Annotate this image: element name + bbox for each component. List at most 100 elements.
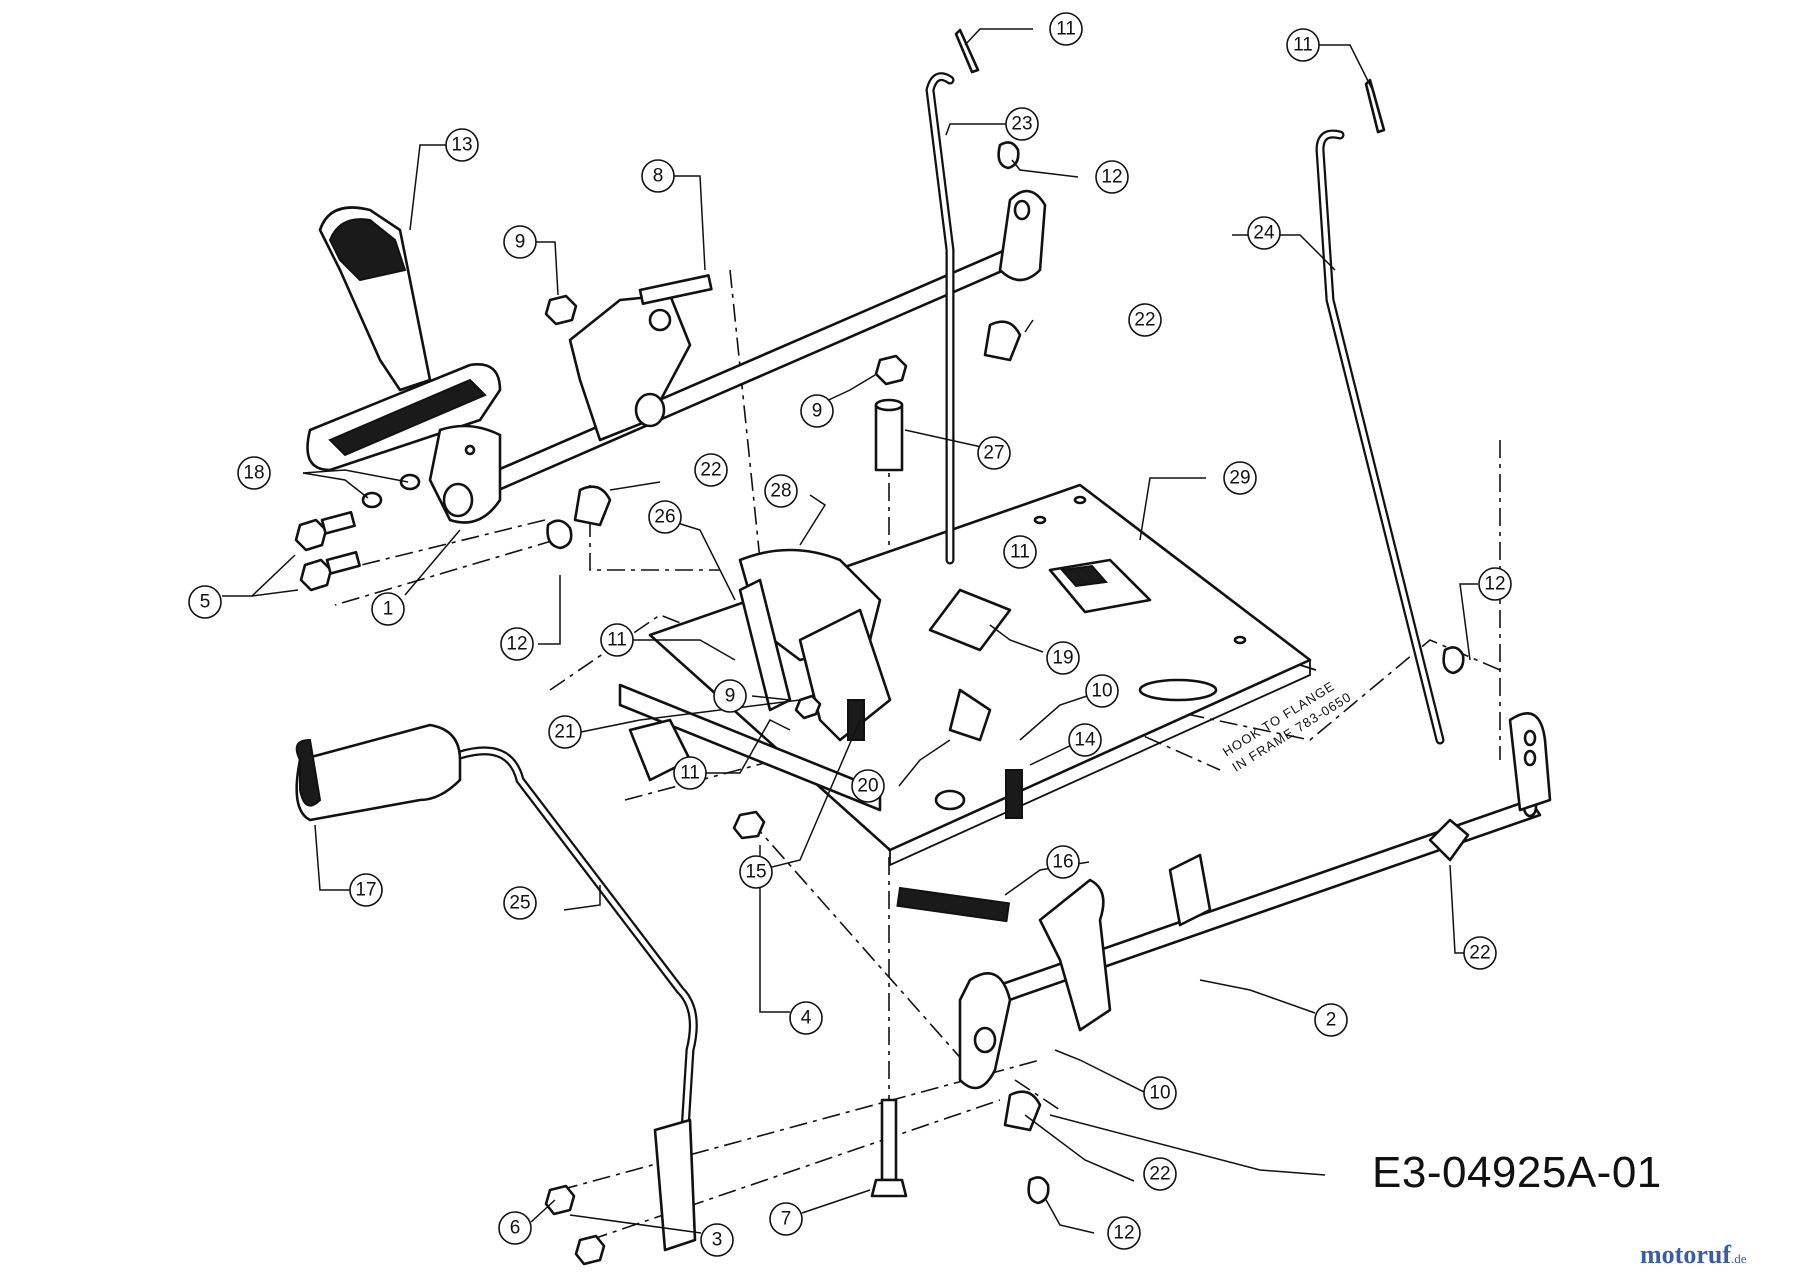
callout-15: 15 [739,855,773,889]
callout-25: 25 [503,886,537,920]
callout-circle [1003,535,1037,569]
handle-rod [295,723,698,1252]
callout-circle [188,585,222,619]
callout-number: 29 [1229,468,1250,489]
callout-number: 18 [243,463,264,484]
callout-circle [1463,936,1497,970]
callout-10-b: 10 [1143,1076,1177,1110]
callout-circle [700,1223,734,1257]
callout-2: 2 [1314,1003,1348,1037]
callout-number: 8 [653,166,664,187]
callout-11-c: 11 [600,623,634,657]
callout-22-c: 22 [1143,1157,1177,1191]
watermark-logo: motoruf.de [1640,1240,1747,1270]
callout-number: 7 [781,1209,792,1230]
callout-number: 12 [1101,167,1122,188]
callout-17: 17 [349,873,383,907]
watermark-brand: motoruf [1640,1240,1731,1269]
callout-number: 12 [1113,1223,1134,1244]
callout-number: 13 [451,135,472,156]
callout-number: 22 [700,460,721,481]
callout-12-a: 12 [1095,160,1129,194]
callout-9-c: 9 [713,679,747,713]
watermark-tld: .de [1730,1251,1747,1266]
callout-7: 7 [769,1202,803,1236]
callout-9-a: 9 [503,225,537,259]
shaft-assembly [958,712,1552,1090]
callout-26: 26 [648,500,682,534]
callout-number: 17 [355,880,376,901]
callout-number: 12 [1484,574,1505,595]
callout-circle [977,436,1011,470]
callout-number: 26 [654,507,675,528]
callout-number: 9 [812,401,823,422]
callout-number: 24 [1253,223,1275,244]
callout-circle [694,453,728,487]
callout-number: 16 [1052,852,1073,873]
callout-22-b: 22 [694,453,728,487]
callout-3: 3 [700,1223,734,1257]
callout-24: 24 [1247,216,1281,250]
callout-number: 22 [1149,1164,1170,1185]
callout-circle [1068,723,1102,757]
callout-circle [673,756,707,790]
callout-number: 11 [680,763,700,784]
callout-number: 20 [857,776,878,797]
callout-number: 22 [1469,943,1490,964]
callout-12-b: 12 [500,627,534,661]
callout-29: 29 [1223,461,1257,495]
callout-19: 19 [1046,641,1080,675]
callout-circle [503,225,537,259]
callout-number: 11 [1010,542,1030,563]
callout-12-d: 12 [1107,1216,1141,1250]
callout-21: 21 [548,715,582,749]
callout-circle [548,715,582,749]
pedal [306,206,502,524]
callout-4: 4 [789,1001,823,1035]
callout-23: 23 [1005,107,1039,141]
callout-27: 27 [977,436,1011,470]
vertical-rods [925,72,1445,745]
callout-circle [500,627,534,661]
callout-circle [1247,216,1281,250]
callout-11-e: 11 [1003,535,1037,569]
callout-circle [769,1202,803,1236]
callout-circle [1085,674,1119,708]
callout-circle [445,128,479,162]
callout-8: 8 [641,159,675,193]
callout-circle [789,1001,823,1035]
callout-number: 9 [515,232,526,253]
callout-circle [1095,160,1129,194]
callout-circle [1046,845,1080,879]
callout-22-a: 22 [1128,303,1162,337]
callout-circle [371,592,405,626]
callout-10-a: 10 [1085,674,1119,708]
callout-11-a: 11 [1049,12,1083,46]
callout-28: 28 [764,474,798,508]
callout-circle [1314,1003,1348,1037]
callout-number: 2 [1326,1010,1337,1031]
callout-circle [503,886,537,920]
callout-number: 15 [745,862,766,883]
hardware [294,28,1465,1266]
callout-14: 14 [1068,723,1102,757]
callout-number: 12 [506,634,527,655]
callout-1: 1 [371,592,405,626]
callout-number: 6 [510,1218,521,1239]
callout-circle [349,873,383,907]
callout-circle [641,159,675,193]
callout-number: 19 [1052,648,1073,669]
callout-number: 28 [770,481,791,502]
callout-circle [1478,567,1512,601]
callout-circle [1005,107,1039,141]
callout-circle [1107,1216,1141,1250]
callout-9-b: 9 [800,394,834,428]
callout-number: 10 [1149,1083,1170,1104]
bracket-assembly [618,548,1012,812]
callout-circle [1223,461,1257,495]
callout-circle [498,1211,532,1245]
callout-13: 13 [445,128,479,162]
callout-circle [1143,1157,1177,1191]
callout-circle [648,500,682,534]
